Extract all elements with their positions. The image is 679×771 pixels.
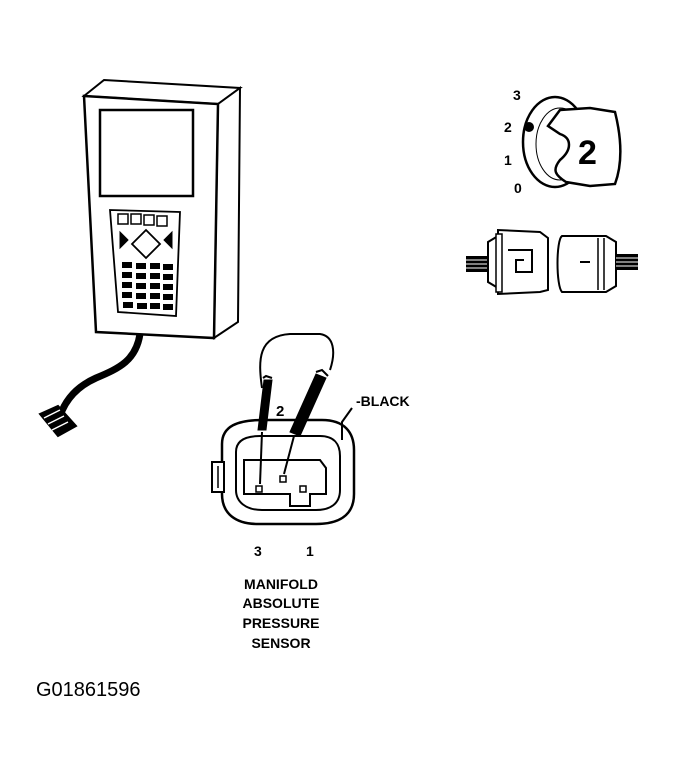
test-probe-left bbox=[257, 374, 273, 485]
ignition-position-3: 3 bbox=[513, 87, 521, 103]
pin-3-label: 3 bbox=[254, 543, 262, 559]
pin-2-terminal bbox=[279, 475, 287, 483]
scan-tool bbox=[38, 78, 243, 438]
scan-tool-arrow-keys bbox=[130, 228, 162, 260]
svg-text:MANIFOLD: MANIFOLD bbox=[244, 576, 318, 592]
scan-tool-cable bbox=[56, 333, 144, 418]
scan-tool-keypad bbox=[122, 262, 173, 310]
scan-tool-screen bbox=[98, 108, 195, 198]
ignition-position-2: 2 bbox=[504, 119, 512, 135]
ignition-position-1: 1 bbox=[504, 152, 512, 168]
ignition-key-number: 2 bbox=[578, 134, 597, 172]
black-wire-label: -BLACK bbox=[356, 393, 410, 409]
ignition-switch: 3 2 1 0 2 bbox=[504, 87, 622, 196]
map-sensor-connector bbox=[211, 333, 356, 526]
ignition-key bbox=[546, 106, 622, 188]
figure-code: G01861596 bbox=[36, 679, 141, 701]
pin-1-terminal bbox=[299, 485, 307, 493]
svg-text:ABSOLUTE: ABSOLUTE bbox=[243, 595, 320, 611]
scan-tool-cable-connector bbox=[38, 404, 78, 438]
ignition-position-marker bbox=[524, 122, 534, 132]
svg-text:PRESSURE: PRESSURE bbox=[242, 615, 319, 631]
black-wire-leader bbox=[341, 407, 353, 440]
pin-2-probe-label: 2 bbox=[276, 403, 284, 420]
ignition-position-0: 0 bbox=[514, 180, 522, 196]
connector-pair bbox=[466, 228, 638, 296]
sensor-name: MANIFOLD ABSOLUTE PRESSURE SENSOR bbox=[242, 576, 319, 651]
probe-jumper-wire bbox=[259, 333, 335, 389]
test-probe-right bbox=[283, 368, 329, 475]
pin-3-terminal bbox=[255, 485, 263, 493]
scan-tool-function-keys bbox=[117, 213, 168, 227]
svg-text:SENSOR: SENSOR bbox=[251, 635, 310, 651]
pin-1-label: 1 bbox=[306, 543, 314, 559]
